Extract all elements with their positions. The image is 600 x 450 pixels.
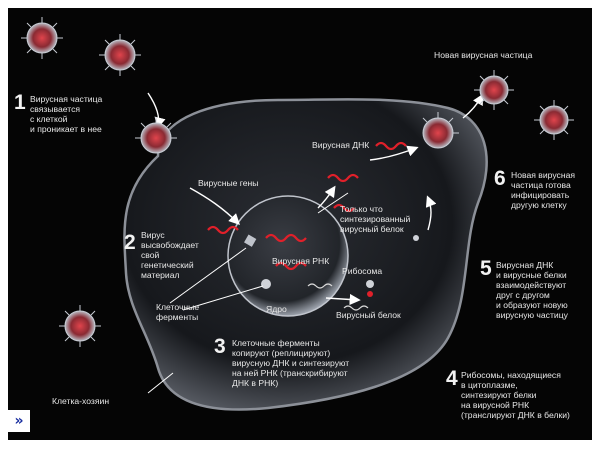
label-viral-genes: Вирусные гены	[198, 178, 259, 188]
label-host-cell: Клетка-хозяин	[52, 396, 110, 406]
label-viral-rna: Вирусная РНК	[272, 256, 330, 266]
label-viral-protein: Вирусный белок	[336, 310, 401, 320]
step-2-number: 2	[124, 231, 136, 254]
step-2-text: Вирус высвобождает свой генетический мат…	[141, 230, 199, 280]
step-6-number: 6	[494, 167, 506, 190]
ribosome-icon	[366, 280, 374, 288]
step-1-text: Вирусная частица связывается с клеткой и…	[30, 94, 103, 134]
step-4-number: 4	[446, 367, 458, 390]
label-enzymes: Клеточные ферменты	[156, 302, 200, 322]
viral-dna-strands	[207, 141, 407, 271]
step-5-number: 5	[480, 257, 492, 280]
step-4-text: Рибосомы, находящиеся в цитоплазме, синт…	[461, 370, 570, 420]
nucleus-shape	[227, 195, 349, 317]
label-new-particle: Новая вирусная частица	[434, 50, 533, 60]
step-1-number: 1	[14, 91, 26, 114]
step-6-text: Новая вирусная частица готова инфицирова…	[511, 170, 575, 210]
step-3-number: 3	[214, 335, 226, 358]
label-ribosome: Рибосома	[342, 266, 383, 276]
arrow-logo-icon: »	[8, 410, 30, 432]
diagram-artwork	[21, 17, 574, 411]
diagram-canvas: 1 Вирусная частица связывается с клеткой…	[8, 8, 592, 440]
virus-particle-icon	[21, 17, 574, 347]
label-viral-dna: Вирусная ДНК	[312, 140, 370, 150]
label-nucleus: Ядро	[266, 304, 287, 314]
step-5-text: Вирусная ДНК и вирусные белки взаимодейс…	[496, 260, 568, 320]
step-3-text: Клеточные ферменты копируют (реплицируют…	[232, 338, 350, 388]
label-new-protein: Только что синтезированный вирусный бело…	[340, 204, 411, 234]
